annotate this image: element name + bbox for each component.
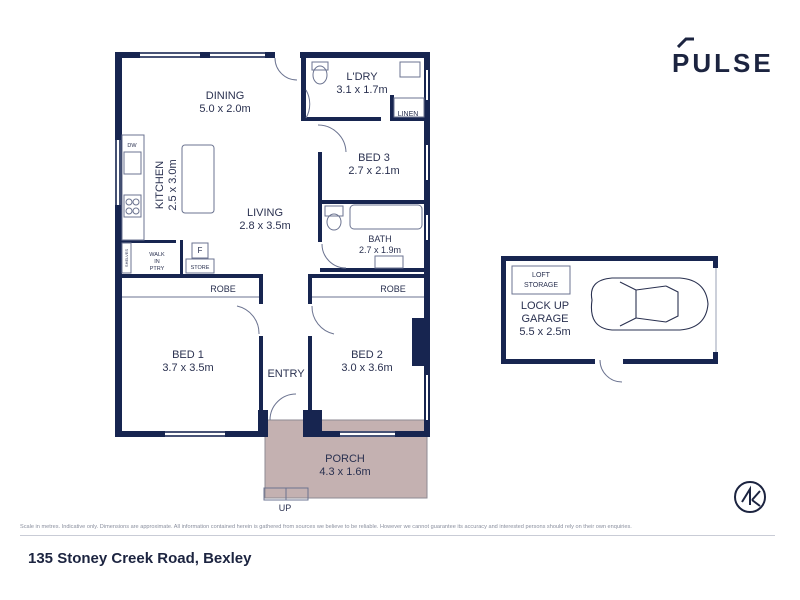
- disclaimer-text: Scale in metres. Indicative only. Dimens…: [20, 524, 632, 530]
- kitchen-fixtures: [121, 134, 215, 274]
- bath-size: 2.7 x 1.9m: [359, 245, 401, 255]
- linen-label: LINEN: [398, 111, 419, 118]
- walkin-line1: WALK: [149, 252, 165, 258]
- living-size: 2.8 x 3.5m: [239, 220, 290, 232]
- shelves-label: SHELVES: [124, 249, 129, 267]
- garage-line2: GARAGE: [521, 313, 568, 325]
- bed3-size: 2.7 x 2.1m: [348, 165, 399, 177]
- agency-logo-icon: [734, 481, 766, 513]
- loft-line2: STORAGE: [524, 282, 558, 289]
- bed3-name: BED 3: [358, 152, 390, 164]
- garage-size: 5.5 x 2.5m: [519, 326, 570, 338]
- brand-name: PULSE: [672, 48, 774, 78]
- store-label: STORE: [191, 265, 210, 271]
- robe2-label: ROBE: [380, 284, 406, 294]
- kitchen-name: KITCHEN: [154, 161, 166, 209]
- bed2-name: BED 2: [351, 349, 383, 361]
- laundry-name: L'DRY: [346, 71, 378, 83]
- bath-name: BATH: [368, 234, 391, 244]
- divider: [20, 535, 775, 536]
- walkin-line3: PTRY: [150, 266, 165, 272]
- brand-mark-icon: [677, 37, 694, 48]
- robe1-label: ROBE: [210, 284, 236, 294]
- car-icon: [590, 277, 709, 331]
- porch-size: 4.3 x 1.6m: [319, 466, 370, 478]
- windows: [117, 54, 428, 435]
- dining-size: 5.0 x 2.0m: [199, 103, 250, 115]
- bath-fixtures: [324, 204, 423, 269]
- property-address: 135 Stoney Creek Road, Bexley: [28, 550, 252, 567]
- loft-line1: LOFT: [532, 272, 551, 279]
- dining-name: DINING: [206, 90, 245, 102]
- loft-storage-box: [511, 265, 571, 295]
- dw-label: DW: [127, 143, 137, 149]
- laundry-fixtures: [274, 57, 425, 119]
- bed1-name: BED 1: [172, 349, 204, 361]
- bed1-size: 3.7 x 3.5m: [162, 362, 213, 374]
- porch-name: PORCH: [325, 453, 365, 465]
- laundry-size: 3.1 x 1.7m: [336, 84, 387, 96]
- garage-walls: [501, 256, 718, 364]
- fridge-label: F: [198, 246, 203, 255]
- kitchen-size: 2.5 x 3.0m: [167, 159, 179, 210]
- doors: [236, 124, 623, 421]
- up-label: UP: [279, 503, 292, 513]
- entry-label: ENTRY: [267, 368, 305, 380]
- garage-line1: LOCK UP: [521, 300, 569, 312]
- bed2-size: 3.0 x 3.6m: [341, 362, 392, 374]
- walkin-line2: IN: [154, 259, 160, 265]
- living-name: LIVING: [247, 207, 283, 219]
